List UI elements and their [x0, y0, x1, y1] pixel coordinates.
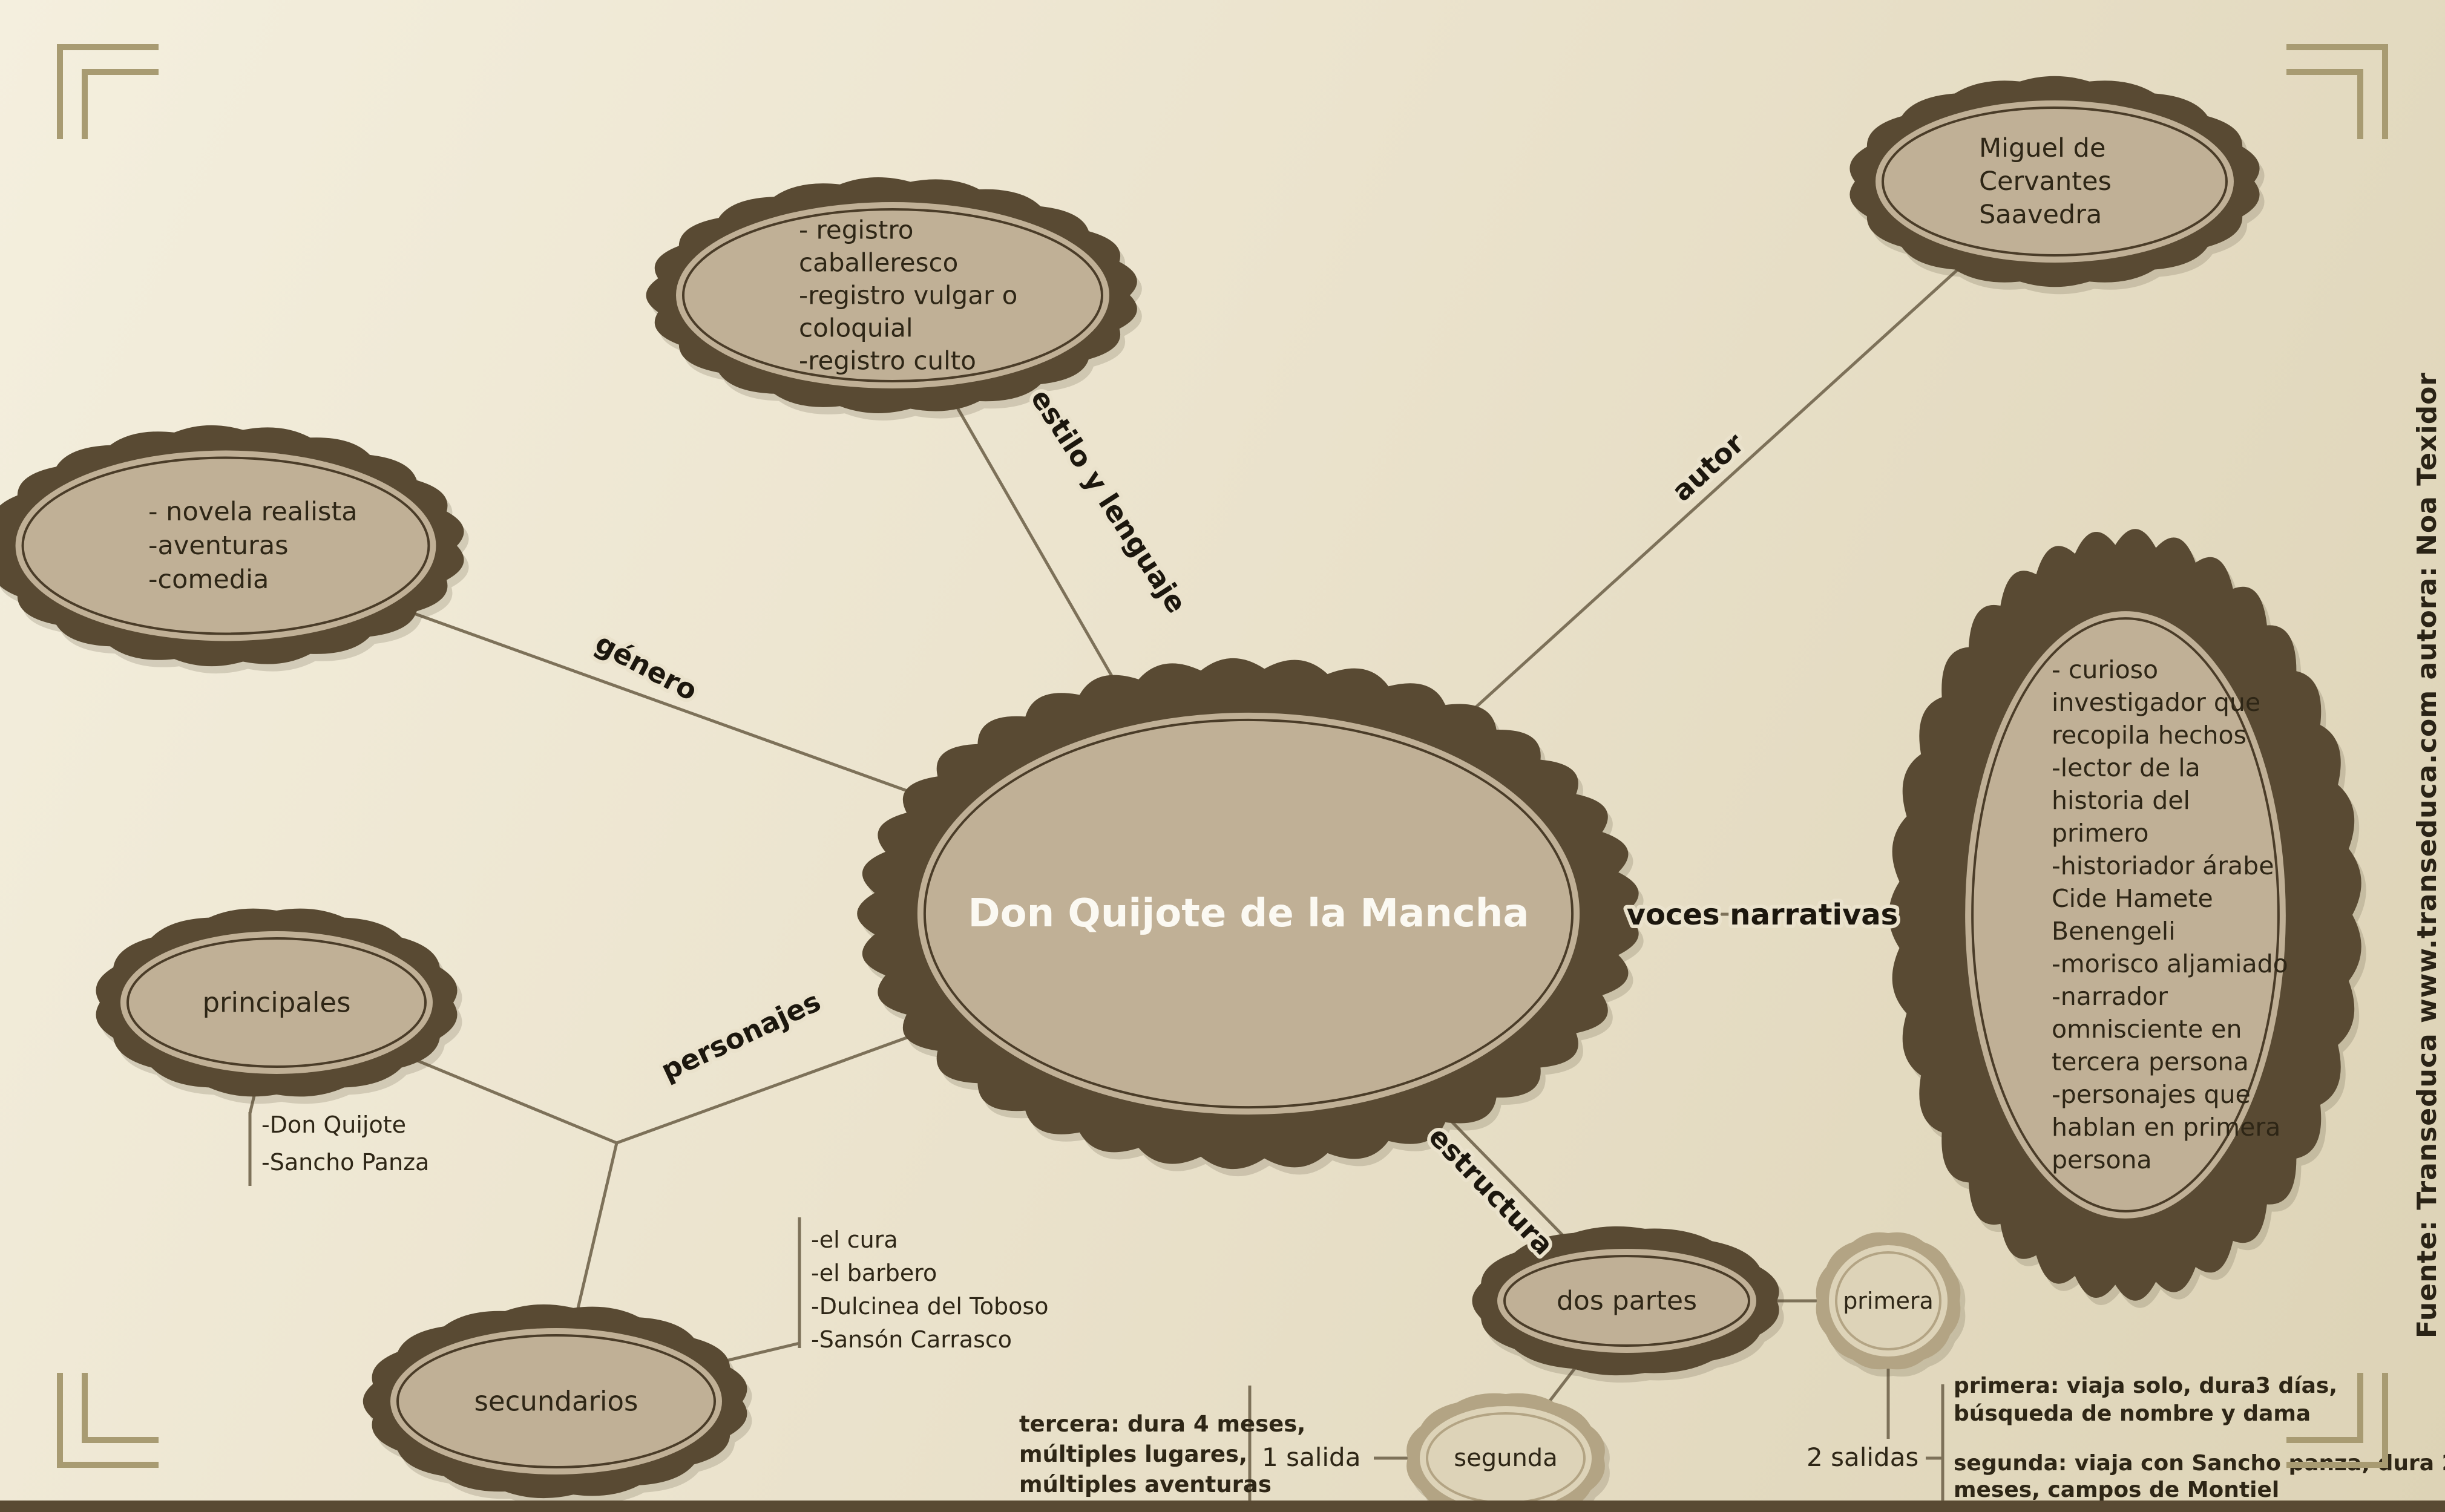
- note-line: -Dulcinea del Toboso: [811, 1293, 1048, 1320]
- node-inner-ring: [682, 208, 1103, 382]
- node-genero-items-label: - novela realista: [148, 497, 358, 527]
- note-line: -el cura: [811, 1226, 898, 1253]
- node-fill: [1965, 611, 2286, 1219]
- node-voces-items-label: -narrador: [2052, 982, 2168, 1011]
- node-fill: [1420, 1406, 1592, 1510]
- node-fill: [15, 450, 436, 641]
- note-line: -Sancho Panza: [261, 1149, 429, 1176]
- note-primera-desc: primera: viaja solo, dura3 días, búsqueda…: [1954, 1373, 2337, 1426]
- node-voces-items-label: omnisciente en: [2052, 1015, 2242, 1044]
- node-dos-partes: dos partes: [1472, 1226, 1784, 1383]
- node-estilo-registros-label: -registro culto: [799, 346, 976, 376]
- node-estilo-registros-label: - registro: [799, 215, 913, 245]
- node-inner-ring: [1882, 106, 2228, 257]
- node-voces-items-label: persona: [2052, 1145, 2152, 1174]
- node-voces-items-label: -personajes que: [2052, 1080, 2251, 1109]
- node-fill: [1829, 1245, 1948, 1357]
- edge-label-personajes: personajes: [656, 985, 825, 1087]
- node-voces-items-label: Benengeli: [2052, 917, 2176, 946]
- node-primera: primera: [1816, 1232, 1966, 1377]
- node-fill: [1876, 100, 2234, 263]
- note-una-salida: 1 salida: [1262, 1442, 1360, 1472]
- note-line: 2 salidas: [1807, 1442, 1918, 1472]
- node-segunda-label: segunda: [1454, 1444, 1557, 1472]
- edge-label-estilo-y-lenguaje: estilo y lenguaje: [1024, 383, 1193, 618]
- node-estilo-registros-label: coloquial: [799, 313, 913, 343]
- node-central: Don Quijote de la Mancha: [857, 658, 1644, 1177]
- node-estilo-registros-label: -registro vulgar o: [799, 281, 1017, 310]
- note-line: -Sansón Carrasco: [811, 1326, 1012, 1353]
- node-voces-items-label: -morisco aljamiado: [2052, 949, 2288, 978]
- node-estilo-registros-label: caballeresco: [799, 248, 958, 278]
- node-primera-label: primera: [1843, 1288, 1934, 1314]
- note-segunda-desc: segunda: viaja con Sancho panza, dura 2m…: [1954, 1451, 2445, 1502]
- node-secundarios-label: secundarios: [474, 1386, 638, 1418]
- corner-ornament: [82, 69, 159, 139]
- corner-ornament: [57, 44, 159, 139]
- node-fill: [390, 1328, 722, 1474]
- node-voces-items-label: - curioso: [2052, 655, 2158, 684]
- edge-label-genero: género: [590, 626, 703, 707]
- note-line: primera: viaja solo, dura3 días,: [1954, 1373, 2337, 1398]
- node-inner-ring: [1503, 1255, 1750, 1347]
- edge-label-voces-narrativas: voces narrativas: [1627, 898, 1899, 932]
- note-principales-items: -Don Quijote -Sancho Panza: [261, 1111, 429, 1176]
- node-genero-items-label: -comedia: [148, 565, 269, 595]
- node-genero-items-label: -aventuras: [148, 531, 289, 561]
- node-autor-nombre-label: Miguel de: [1979, 133, 2105, 163]
- note-line: múltiples lugares,: [1019, 1441, 1247, 1467]
- corner-ornament: [57, 1373, 159, 1468]
- node-inner-ring: [1835, 1251, 1941, 1350]
- node-fill: [120, 931, 433, 1074]
- node-inner-ring: [923, 718, 1574, 1109]
- node-fill: [676, 202, 1109, 388]
- node-inner-ring: [396, 1334, 716, 1468]
- node-secundarios: secundarios: [363, 1304, 752, 1506]
- corner-ornament: [82, 1373, 159, 1443]
- node-segunda: segunda: [1406, 1393, 1610, 1512]
- corner-ornament: [2286, 1373, 2363, 1443]
- node-voces-items-label: -historiador árabe: [2052, 851, 2274, 880]
- node-inner-ring: [1971, 617, 2280, 1213]
- node-voces-items-label: Cide Hamete: [2052, 884, 2213, 913]
- node-genero-items: - novela realista -aventuras -comedia: [0, 425, 469, 674]
- corner-ornament: [2286, 44, 2388, 139]
- note-dos-salidas: 2 salidas: [1807, 1442, 1918, 1472]
- node-principales: principales: [96, 908, 462, 1104]
- edge-label-estructura: estructura: [1422, 1121, 1560, 1262]
- node-voces-items-label: investigador que: [2052, 688, 2260, 717]
- note-line: 1 salida: [1262, 1442, 1360, 1472]
- node-fill: [917, 712, 1580, 1115]
- source-credit: Fuente: Transeduca www.transeduca.com au…: [2412, 372, 2443, 1338]
- node-dos-partes-label: dos partes: [1557, 1286, 1697, 1317]
- note-line: búsqueda de nombre y dama: [1954, 1401, 2311, 1426]
- node-central-label: Don Quijote de la Mancha: [968, 891, 1529, 936]
- note-tercera-salida: tercera: dura 4 meses, múltiples lugares,…: [1019, 1411, 1305, 1497]
- node-autor-nombre-label: Saavedra: [1979, 200, 2102, 230]
- note-secundarios-items: -el cura -el barbero -Dulcinea del Toboso -…: [811, 1226, 1048, 1353]
- node-voces-items-label: -lector de la: [2052, 753, 2200, 782]
- corner-ornament: [2286, 1373, 2388, 1468]
- note-line: tercera: dura 4 meses,: [1019, 1411, 1305, 1437]
- node-inner-ring: [21, 456, 430, 635]
- node-voces-items-label: primero: [2052, 819, 2148, 848]
- node-principales-label: principales: [202, 987, 350, 1019]
- node-autor-nombre-label: Cervantes: [1979, 166, 2112, 197]
- node-voces-items: - curioso investigador que recopila hechos…: [1888, 529, 2366, 1308]
- node-voces-items-label: historia del: [2052, 786, 2190, 815]
- node-voces-items-label: tercera persona: [2052, 1047, 2249, 1076]
- note-line: meses, campos de Montiel: [1954, 1478, 2279, 1502]
- corner-ornament: [2286, 69, 2363, 139]
- node-fill: [1497, 1249, 1756, 1353]
- node-voces-items-label: recopila hechos: [2052, 721, 2246, 750]
- node-voces-items-label: hablan en primera: [2052, 1113, 2280, 1142]
- bottom-bar: [0, 1501, 2445, 1512]
- note-line: -el barbero: [811, 1260, 937, 1286]
- note-line: -Don Quijote: [261, 1111, 406, 1138]
- node-inner-ring: [126, 937, 427, 1068]
- note-line: múltiples aventuras: [1019, 1471, 1272, 1497]
